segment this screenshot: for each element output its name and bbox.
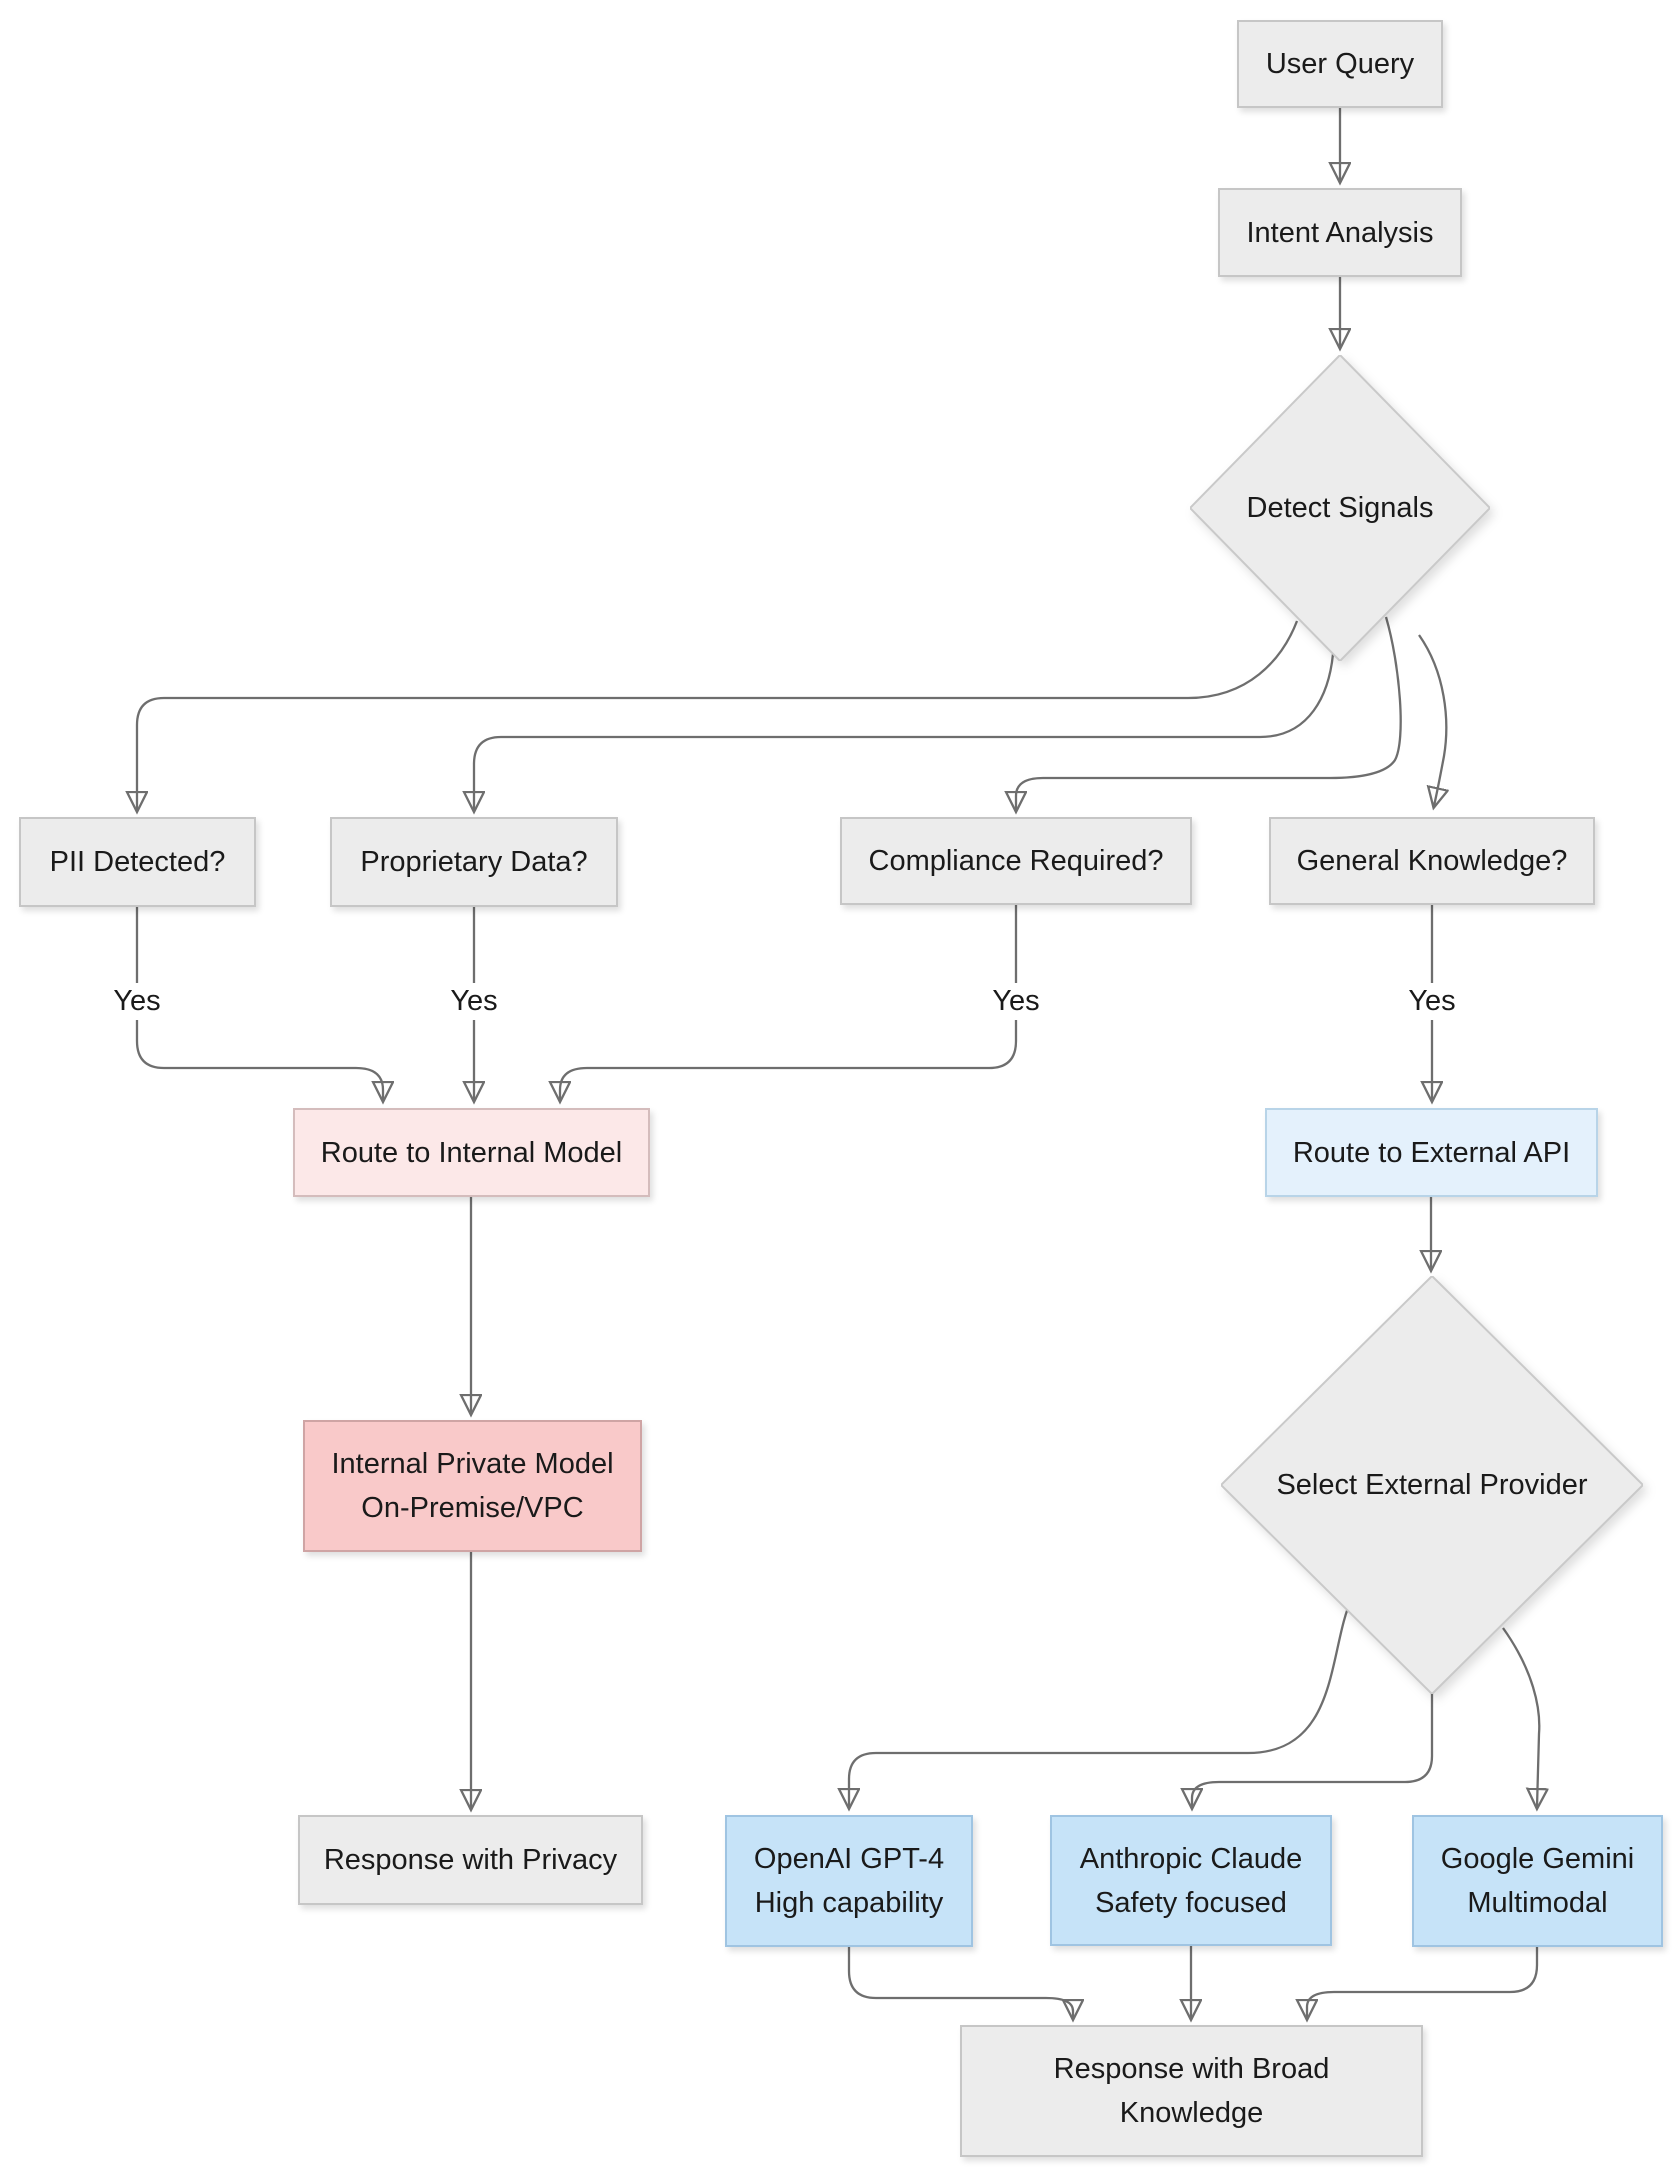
node-label: Response with Privacy <box>323 1844 618 1876</box>
node-openai-gpt4: OpenAI GPT-4 High capability <box>725 1815 973 1947</box>
node-route-external-api: Route to External API <box>1265 1108 1598 1197</box>
edge-select-to-anthropic <box>1192 1694 1434 1807</box>
node-detect-signals: Detect Signals <box>1190 355 1490 661</box>
node-label: PII Detected? <box>49 846 226 878</box>
node-label-line2: Knowledge <box>1119 2097 1264 2129</box>
node-label-line2: Multimodal <box>1467 1887 1608 1919</box>
node-label-line1: OpenAI GPT-4 <box>753 1843 945 1875</box>
edge-detect-to-proprietary <box>474 653 1335 810</box>
node-label-line2: Safety focused <box>1095 1886 1287 1919</box>
edge-detect-to-pii <box>137 620 1299 810</box>
node-route-internal-model: Route to Internal Model <box>293 1108 650 1197</box>
node-label: Route to External API <box>1292 1136 1571 1169</box>
node-label: Route to Internal Model <box>320 1136 623 1169</box>
node-select-external-provider: Select External Provider <box>1221 1276 1643 1694</box>
node-intent-analysis: Intent Analysis <box>1218 188 1462 277</box>
node-general-knowledge: General Knowledge? <box>1269 817 1595 905</box>
node-label: Detect Signals <box>1246 491 1434 524</box>
edge-label-yes: Yes <box>982 983 1050 1020</box>
edge-label-yes: Yes <box>1398 983 1466 1020</box>
edge-pii-yes-to-route-internal <box>135 907 383 1100</box>
edge-label-yes: Yes <box>103 983 171 1020</box>
node-label: Proprietary Data? <box>360 846 588 878</box>
node-label-line2: On-Premise/VPC <box>361 1492 584 1524</box>
node-user-query: User Query <box>1237 20 1443 108</box>
node-label: Compliance Required? <box>868 845 1164 877</box>
node-google-gemini: Google Gemini Multimodal <box>1412 1815 1663 1947</box>
edge-openai-to-response-broad <box>847 1947 1073 2018</box>
edge-detect-to-compliance <box>1016 616 1402 810</box>
node-label-line2: High capability <box>754 1887 944 1919</box>
node-response-with-privacy: Response with Privacy <box>298 1815 643 1905</box>
node-internal-private-model: Internal Private Model On-Premise/VPC <box>303 1420 642 1552</box>
node-proprietary-data: Proprietary Data? <box>330 817 618 907</box>
node-label-line1: Response with Broad <box>1053 2053 1330 2085</box>
node-label-line1: Anthropic Claude <box>1079 1842 1303 1875</box>
node-anthropic-claude: Anthropic Claude Safety focused <box>1050 1815 1332 1946</box>
node-compliance-required: Compliance Required? <box>840 817 1192 905</box>
node-label-line1: Google Gemini <box>1440 1843 1635 1875</box>
node-response-with-broad-knowledge: Response with Broad Knowledge <box>960 2025 1423 2157</box>
diamond-shape <box>1221 1276 1643 1694</box>
edge-select-to-openai <box>849 1597 1354 1807</box>
node-label-line1: Internal Private Model <box>331 1448 614 1480</box>
edge-select-to-google <box>1502 1627 1539 1807</box>
node-label: General Knowledge? <box>1296 845 1568 877</box>
node-label: Select External Provider <box>1276 1468 1588 1501</box>
node-label: Intent Analysis <box>1246 216 1434 249</box>
node-label: User Query <box>1265 48 1415 80</box>
edge-detect-to-general <box>1418 634 1446 806</box>
edge-compliance-yes-to-route-internal <box>560 905 1018 1100</box>
diamond-shape <box>1190 355 1490 661</box>
node-pii-detected: PII Detected? <box>19 817 256 907</box>
edge-label-yes: Yes <box>440 983 508 1020</box>
edge-google-to-response-broad <box>1307 1947 1539 2018</box>
